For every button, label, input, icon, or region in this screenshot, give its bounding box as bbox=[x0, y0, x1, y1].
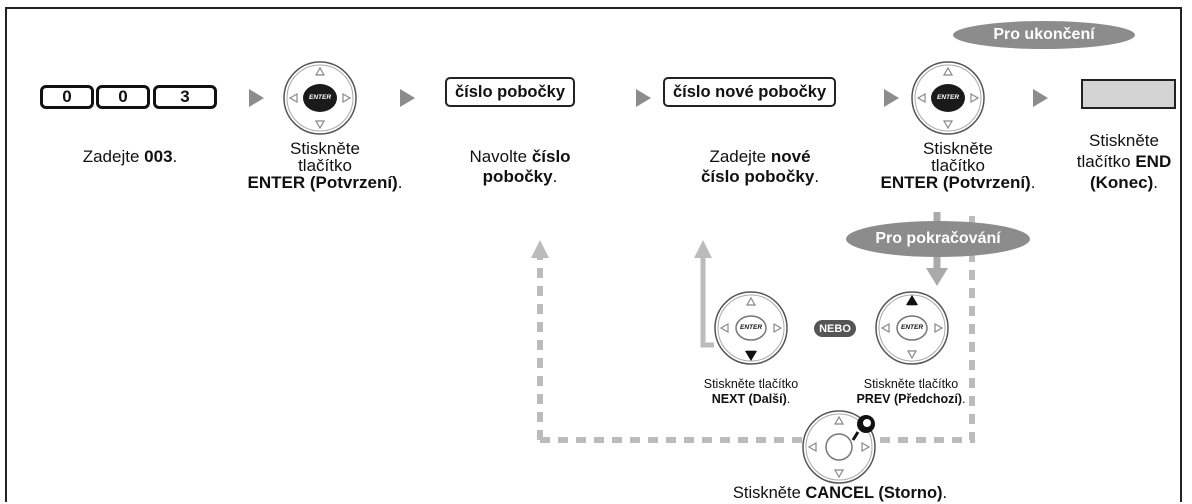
continue-pill-label: Pro pokračování bbox=[875, 230, 1001, 247]
new-extension-number-box: číslo nové pobočky bbox=[663, 77, 837, 107]
extension-number-box: číslo pobočky bbox=[445, 77, 576, 107]
next-line1: Stiskněte tlačítko bbox=[703, 377, 799, 391]
step-5-caption: Stiskněte tlačítko ENTER (Potvrzení). bbox=[858, 140, 1058, 191]
step-5-post: . bbox=[1030, 173, 1036, 192]
end-button-icon bbox=[1081, 79, 1176, 109]
step-1-bold: 003 bbox=[144, 147, 173, 166]
digit-key-0: 0 bbox=[40, 85, 94, 109]
step-6-caption: Stiskněte tlačítko END (Konec). bbox=[1064, 130, 1184, 193]
step-6-pre: tlačítko bbox=[1076, 152, 1136, 171]
step-4-pre: Zadejte bbox=[709, 147, 771, 166]
step-3-post: . bbox=[552, 167, 558, 186]
enter-label: ENTER bbox=[900, 324, 924, 331]
flow-arrow-icon bbox=[636, 89, 651, 107]
step-4-bold1: nové bbox=[770, 147, 811, 166]
step-5-line1: Stiskněte bbox=[923, 139, 993, 158]
step-6-post: . bbox=[1153, 173, 1158, 192]
step-2-line2: tlačítko bbox=[298, 156, 352, 175]
cancel-caption: Stiskněte CANCEL (Storno). bbox=[680, 483, 1000, 503]
step-1-caption: Zadejte 003. bbox=[60, 147, 200, 167]
step-3-bold1: číslo bbox=[531, 147, 571, 166]
step-3-pre: Navolte bbox=[469, 147, 532, 166]
prev-post: . bbox=[962, 392, 966, 406]
next-bold: NEXT (Další) bbox=[711, 392, 787, 406]
cancel-post: . bbox=[942, 484, 948, 502]
next-caption: Stiskněte tlačítko NEXT (Další). bbox=[681, 377, 821, 407]
step-6-bold2: (Konec) bbox=[1089, 173, 1154, 192]
enter-label: ENTER bbox=[936, 94, 960, 101]
step-4-bold2: číslo pobočky bbox=[700, 167, 815, 186]
diagram-frame bbox=[5, 7, 1182, 502]
enter-label: ENTER bbox=[739, 324, 763, 331]
prev-bold: PREV (Předchozí) bbox=[856, 392, 963, 406]
step-6-bold1: END bbox=[1135, 152, 1172, 171]
step-1-text: Zadejte bbox=[82, 147, 145, 166]
digit-key-0b: 0 bbox=[96, 85, 150, 109]
step-4-caption: Zadejte nové číslo pobočky. bbox=[680, 147, 840, 187]
step-2-bold: ENTER (Potvrzení) bbox=[247, 173, 398, 192]
prev-line1: Stiskněte tlačítko bbox=[863, 377, 959, 391]
cancel-pre: Stiskněte bbox=[732, 484, 806, 502]
step-4-post: . bbox=[814, 167, 820, 186]
step-3-caption: Navolte číslo pobočky. bbox=[440, 147, 600, 187]
step-1-post: . bbox=[172, 147, 178, 166]
step-2-caption: Stiskněte tlačítko ENTER (Potvrzení). bbox=[225, 140, 425, 191]
step-6-line1: Stiskněte bbox=[1089, 131, 1159, 150]
digit-key-3: 3 bbox=[153, 85, 217, 109]
cancel-bold: CANCEL (Storno) bbox=[805, 484, 943, 502]
flow-arrow-icon bbox=[249, 89, 264, 107]
step-5-bold: ENTER (Potvrzení) bbox=[880, 173, 1031, 192]
step-2-line1: Stiskněte bbox=[290, 139, 360, 158]
step-2-post: . bbox=[397, 173, 403, 192]
or-badge: NEBO bbox=[814, 320, 856, 337]
next-post: . bbox=[786, 392, 791, 406]
flow-arrow-icon bbox=[1033, 89, 1048, 107]
flow-arrow-icon bbox=[884, 89, 899, 107]
end-pill-label: Pro ukončení bbox=[993, 26, 1095, 43]
step-5-line2: tlačítko bbox=[931, 156, 985, 175]
prev-caption: Stiskněte tlačítko PREV (Předchozí). bbox=[836, 377, 986, 407]
enter-label: ENTER bbox=[308, 94, 332, 101]
flow-arrow-icon bbox=[400, 89, 415, 107]
step-3-bold2: pobočky bbox=[482, 167, 553, 186]
